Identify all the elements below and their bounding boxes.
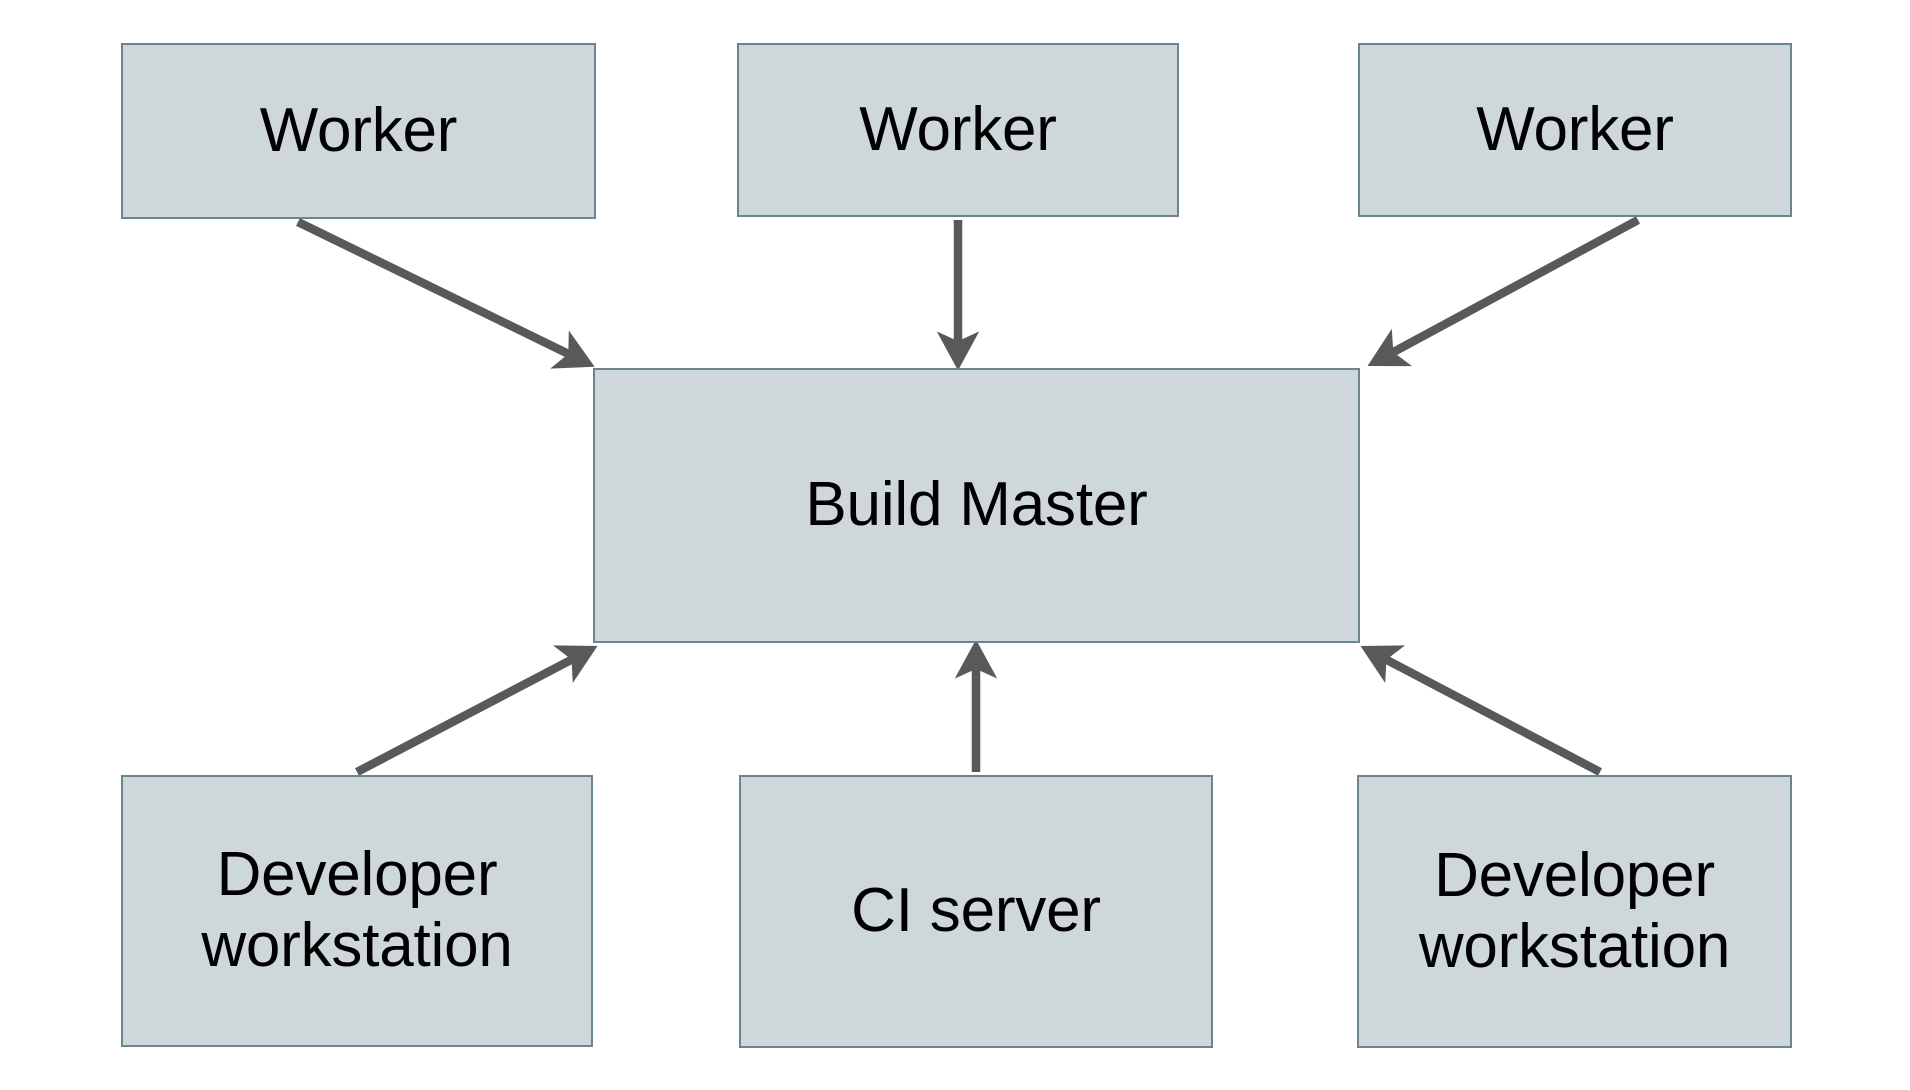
edge-worker-left-to-master [296, 218, 595, 369]
node-developer-workstation-right[interactable]: Developer workstation [1357, 775, 1792, 1048]
node-worker-left[interactable]: Worker [121, 43, 596, 219]
edge-worker-right-to-master [1367, 216, 1641, 367]
edge-dev-left-to-master [355, 645, 598, 776]
edge-dev-right-to-master [1360, 645, 1602, 776]
node-label: Build Master [805, 470, 1148, 540]
node-worker-right[interactable]: Worker [1358, 43, 1792, 217]
node-label: Worker [859, 94, 1057, 164]
node-ci-server[interactable]: CI server [739, 775, 1213, 1048]
node-developer-workstation-left[interactable]: Developer workstation [121, 775, 593, 1047]
node-label: Developer workstation [201, 840, 513, 980]
node-build-master[interactable]: Build Master [593, 368, 1360, 643]
node-label: CI server [851, 876, 1101, 946]
node-label: Developer workstation [1418, 840, 1731, 981]
node-label: Worker [1476, 94, 1674, 164]
node-worker-center[interactable]: Worker [737, 43, 1179, 217]
node-label: Worker [259, 95, 458, 165]
